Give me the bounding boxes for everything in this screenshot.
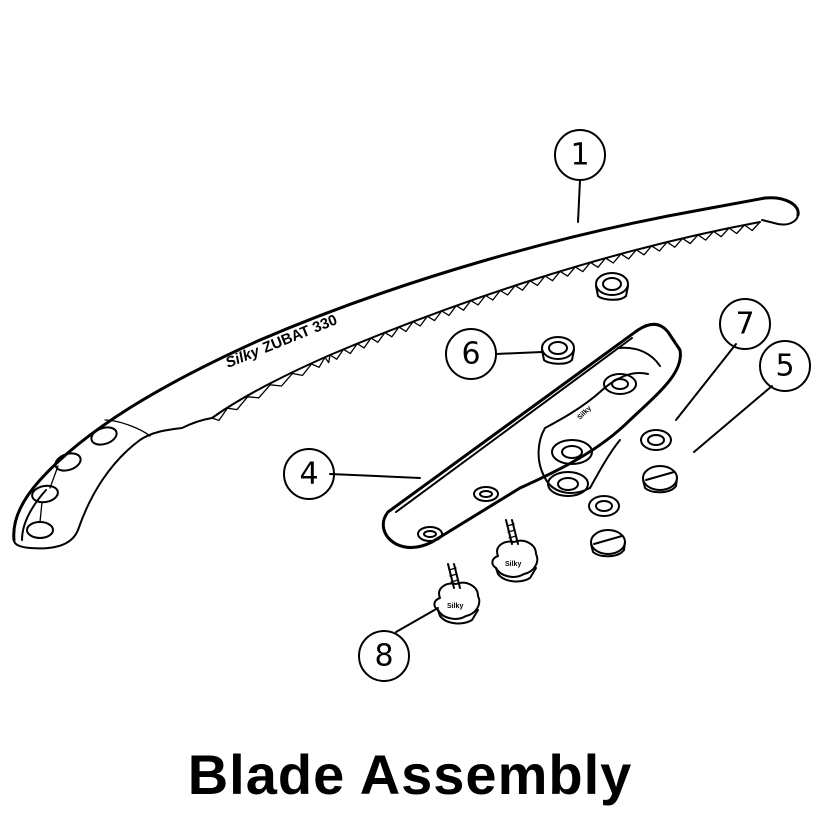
blade-holder-plate: Silky [381,322,682,550]
callout-5-label: 5 [775,349,794,384]
knob-left-brand-text: Silky [447,603,463,610]
callout-8: 8 [358,630,410,682]
screw-lower [590,529,626,558]
knob-right: Silky [491,519,539,583]
blade-brand-text: Silky [223,343,262,372]
callout-4-label: 4 [299,457,318,492]
callout-1-label: 1 [570,138,589,173]
washer-upper [640,429,672,451]
screw-upper [642,465,678,494]
callout-7-label: 7 [735,307,754,342]
knob-left: Silky [433,563,481,625]
callout-6: 6 [445,328,497,380]
callout-5: 5 [759,340,811,392]
eyelet-upper [595,272,629,301]
callout-6-label: 6 [461,337,480,372]
callout-7: 7 [719,298,771,350]
page-title: Blade Assembly [187,743,633,806]
callout-8-label: 8 [374,639,393,674]
eyelet-lower [541,336,575,365]
callout-leaders [329,179,773,633]
knob-right-brand-text: Silky [505,561,521,568]
callout-1: 1 [554,129,606,181]
callout-4: 4 [283,448,335,500]
washer-lower [588,495,620,517]
saw-blade: Silky ZUBAT 330 [12,196,800,550]
